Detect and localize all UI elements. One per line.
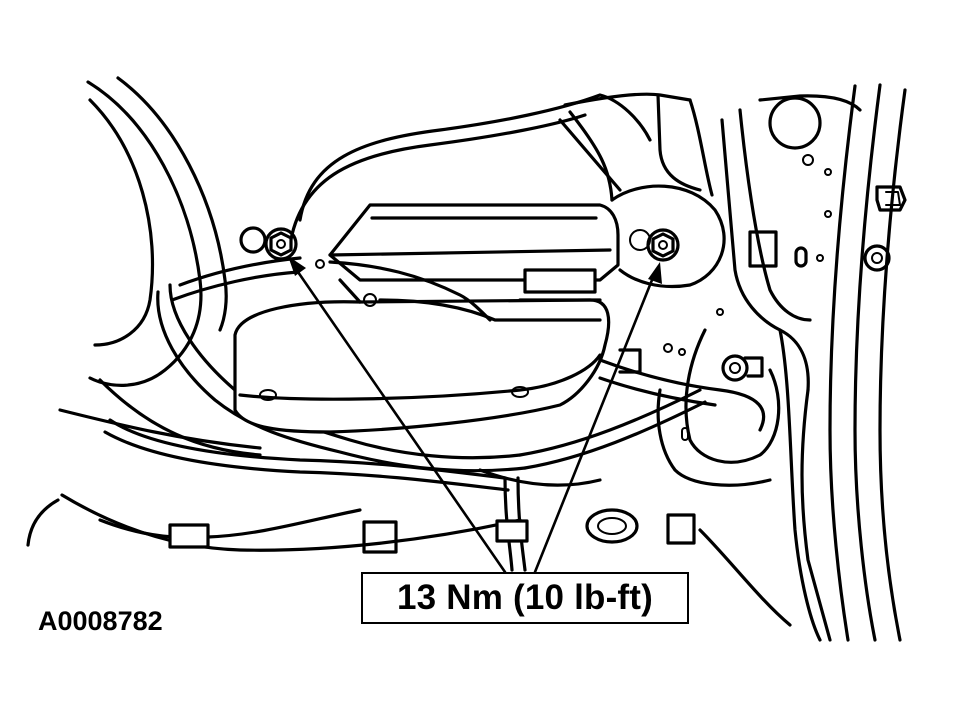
mounting-plate bbox=[170, 93, 652, 302]
lower-holes bbox=[362, 508, 696, 554]
callout-leader-right bbox=[533, 262, 662, 574]
mounting-holes bbox=[239, 226, 267, 254]
hex-nut-icon-right bbox=[646, 228, 680, 262]
regulator-module bbox=[233, 203, 620, 434]
left-door-contours bbox=[26, 76, 522, 552]
figure-id: A0008782 bbox=[38, 606, 163, 636]
torque-callout-label: 13 Nm (10 lb-ft) bbox=[361, 572, 689, 624]
frame-features bbox=[315, 96, 907, 441]
lower-panel bbox=[478, 328, 781, 487]
hex-nut-icon-left bbox=[264, 227, 298, 261]
callout-leader-left bbox=[288, 256, 507, 574]
wiring-harness bbox=[98, 283, 707, 572]
